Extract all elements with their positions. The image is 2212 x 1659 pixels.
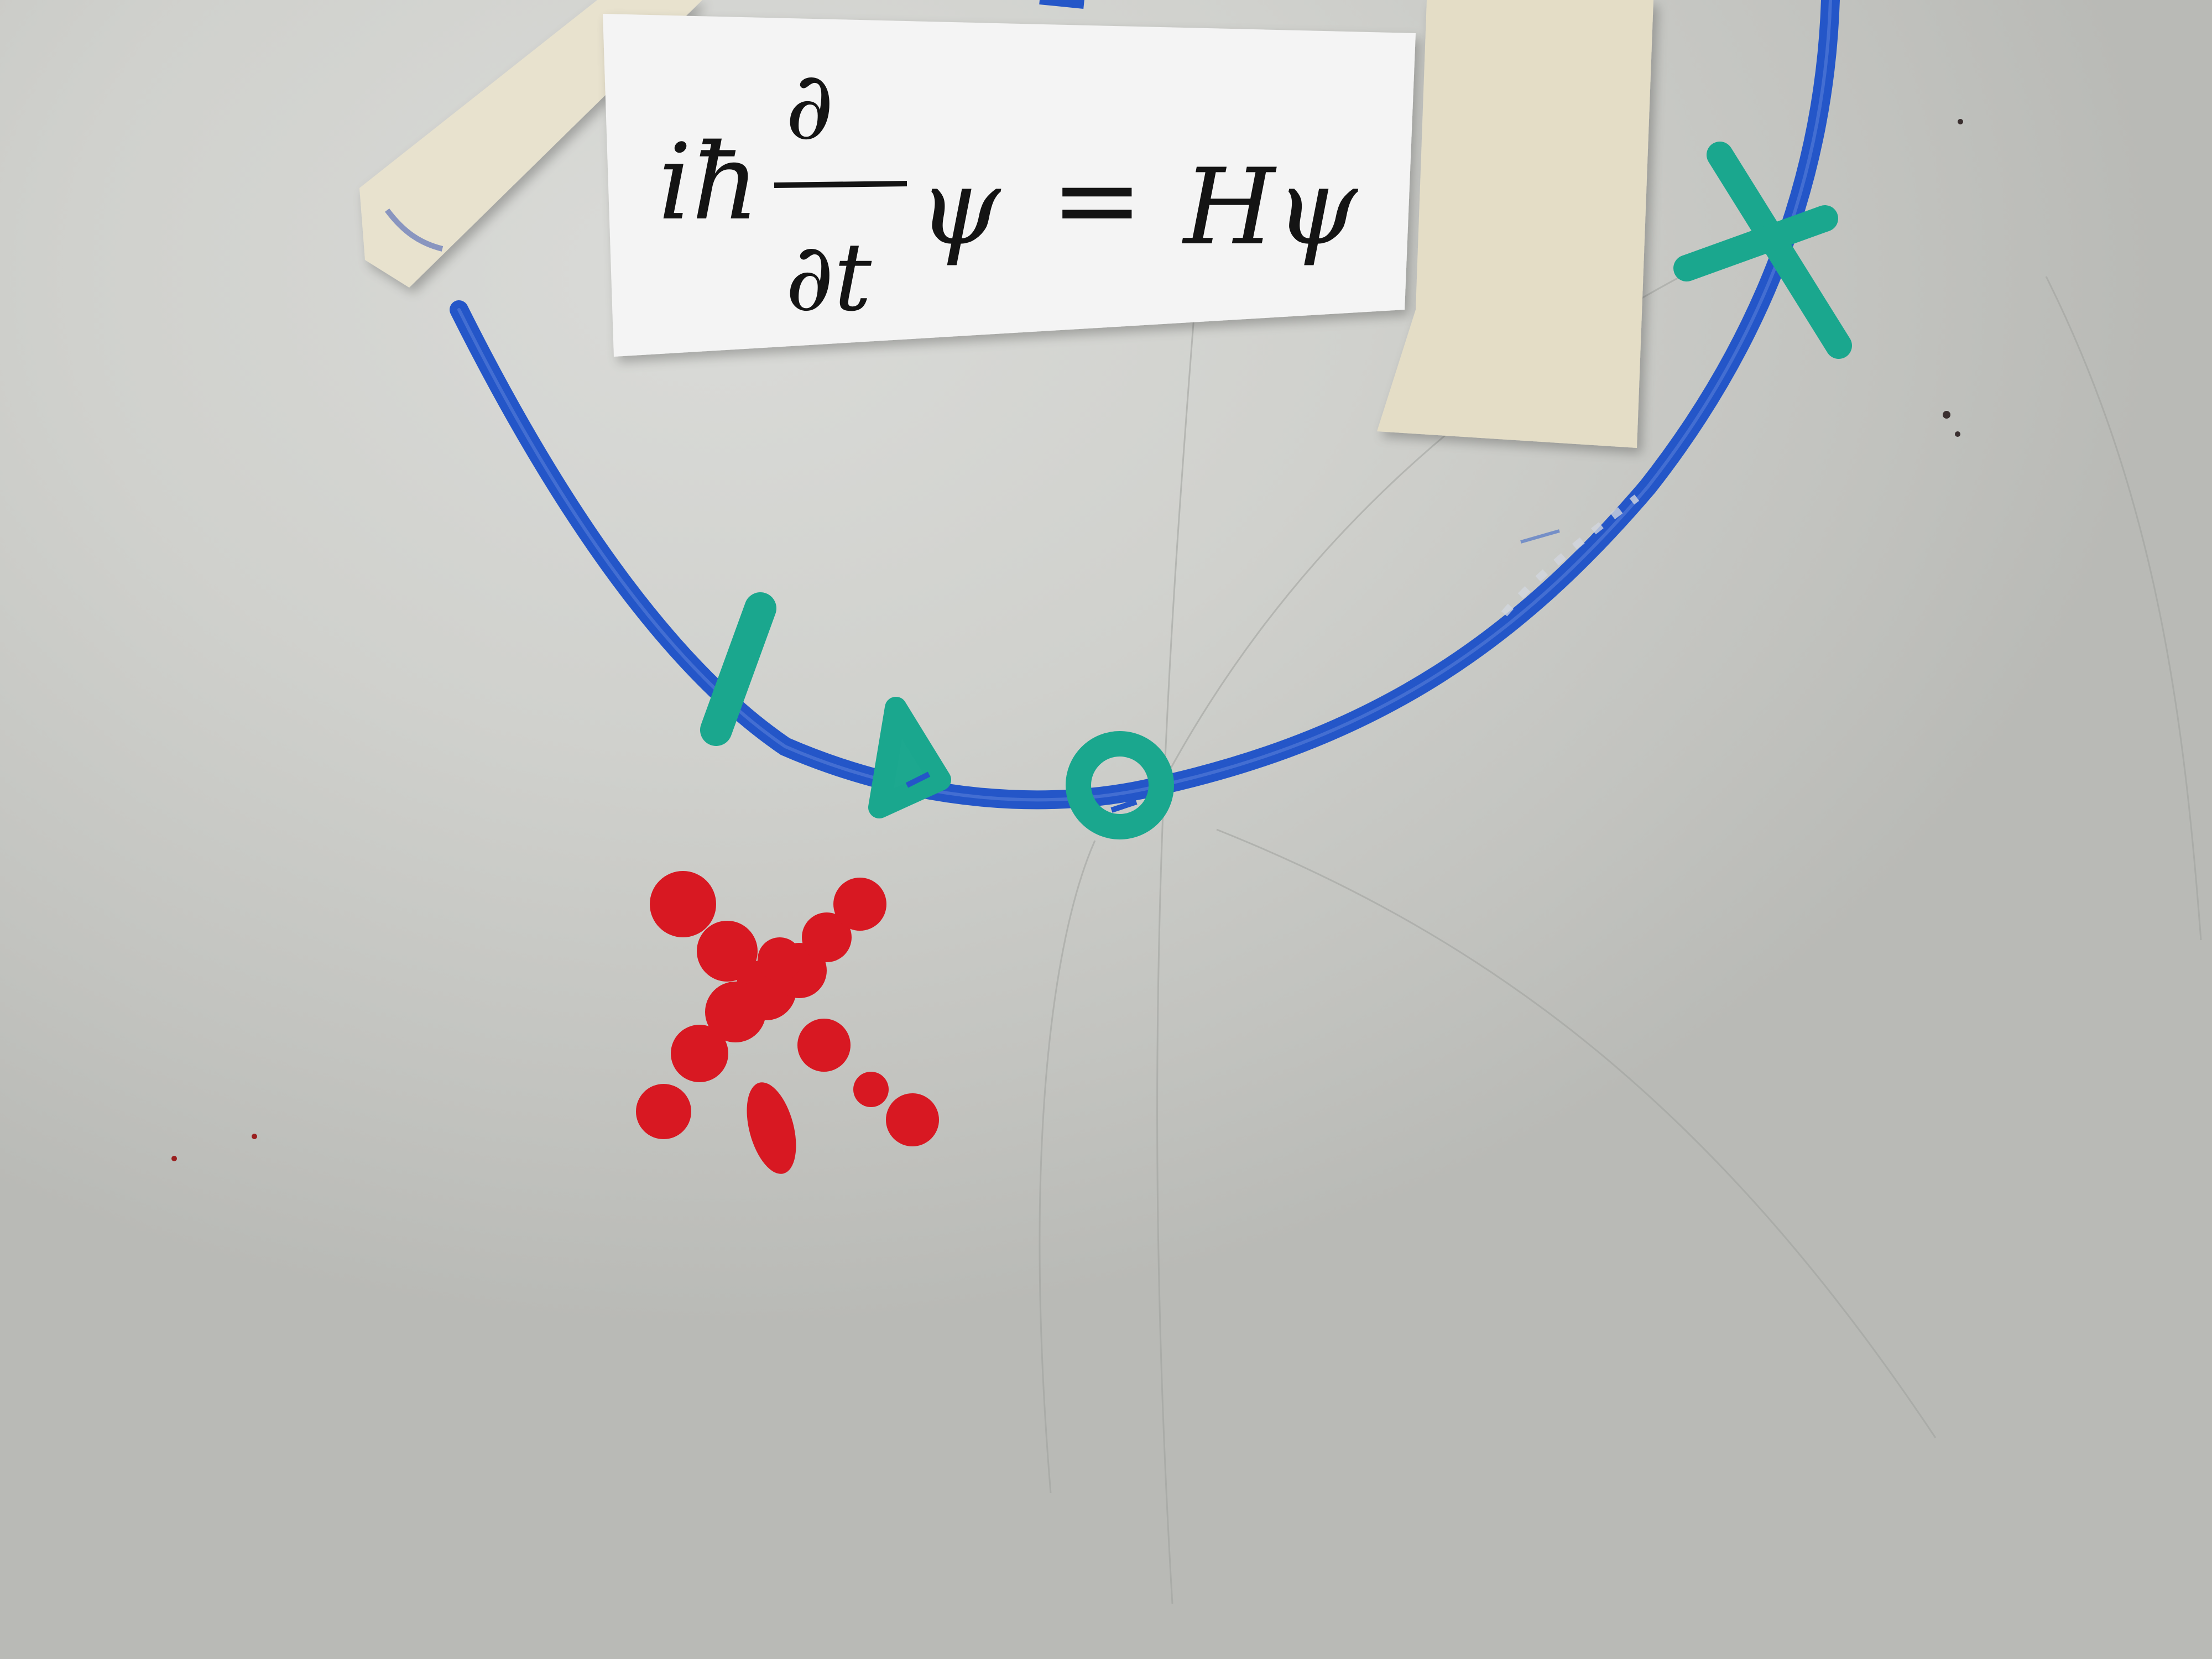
equation-lhs-prefix: iħ (658, 121, 759, 243)
equation: iħ ∂ ∂t ψ = Hψ (658, 51, 1359, 332)
fraction-bar (774, 181, 907, 188)
equation-lhs-suffix: ψ (918, 146, 1001, 268)
equation-rhs: Hψ (1182, 146, 1359, 268)
board-specks (171, 119, 1963, 1161)
teal-circle-mark (1066, 731, 1174, 839)
blue-curve (450, 0, 1840, 810)
red-dotted-cross (636, 871, 939, 1174)
board-scratches (1039, 231, 2202, 1604)
equation-denominator: ∂t (785, 223, 872, 332)
equation-equals: = (1051, 135, 1144, 264)
equation-numerator: ∂ (785, 51, 834, 161)
equation-paper (603, 14, 1416, 357)
tape-right (1377, 0, 1653, 448)
blue-edge-mark (1039, 0, 1084, 9)
teal-cross-mark (1673, 142, 1852, 359)
teal-dash-mark (700, 592, 776, 746)
teal-triangle-mark (868, 697, 951, 818)
